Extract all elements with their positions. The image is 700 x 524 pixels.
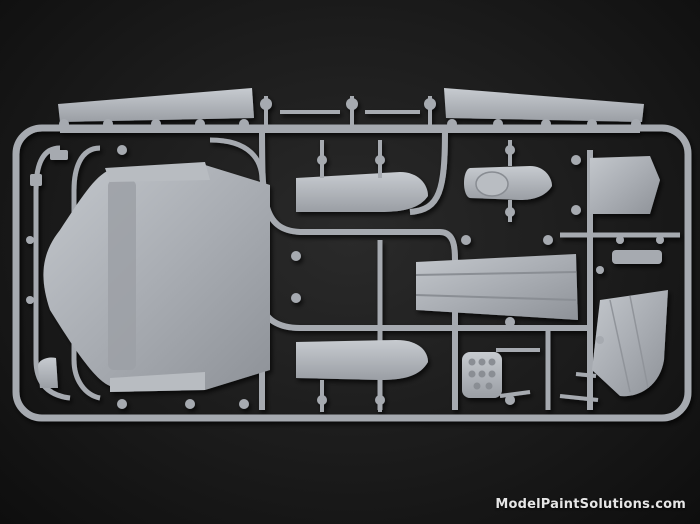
- watermark-text: ModelPaintSolutions.com: [495, 497, 686, 512]
- sprue-frame: [12, 88, 692, 422]
